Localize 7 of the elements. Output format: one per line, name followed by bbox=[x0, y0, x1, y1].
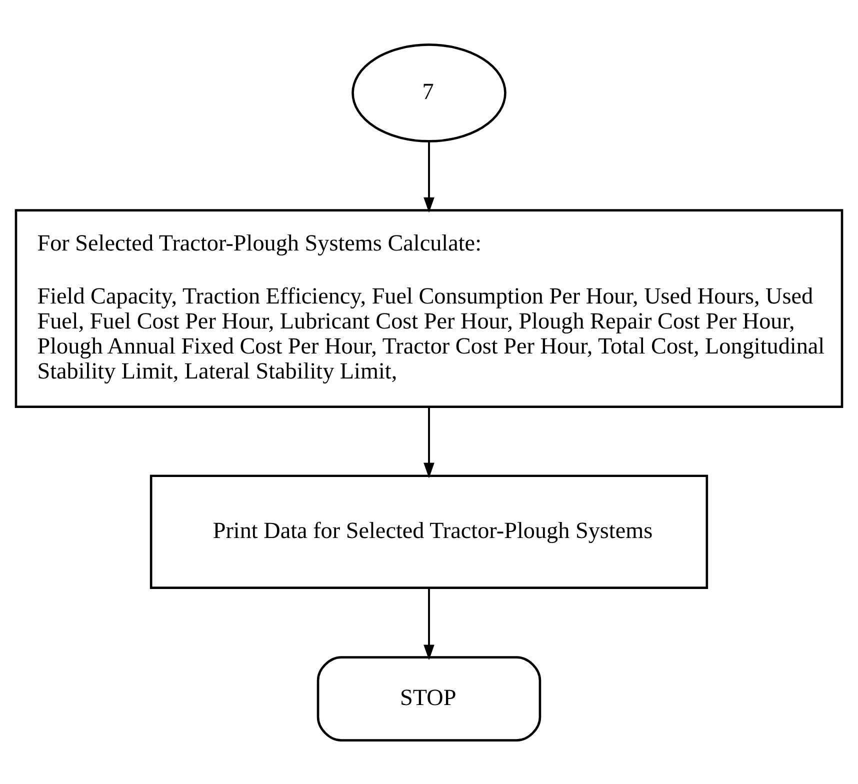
arrow bbox=[424, 406, 434, 478]
arrow bbox=[424, 588, 434, 660]
node-box: STOP bbox=[316, 656, 542, 741]
node-box: Print Data for Selected Tractor-Plough Systems bbox=[150, 474, 708, 588]
node-ellipse: 7 bbox=[352, 43, 506, 142]
arrow bbox=[424, 140, 434, 212]
node-box: For Selected Tractor-Plough Systems Calculate: Field Capacity, Traction Efficiency, Fuel Consumption Per Hour, Used Hours, Used Fuel, Fuel Cost Per Hour, Lubricant Cost Per Hour, Plough Repair Cost Per Hour, Plough Annual Fixed Cost Per Hour, Tractor Cost Per Hour, Total Cost, Longitudinal Stability Limit, Lateral Stability Limit, bbox=[14, 208, 844, 408]
